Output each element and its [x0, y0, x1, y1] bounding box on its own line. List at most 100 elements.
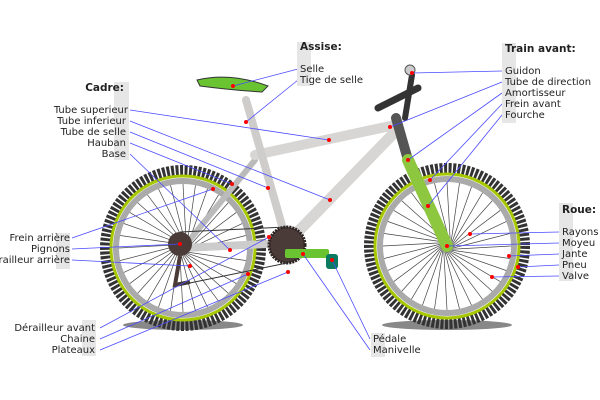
- label-pneu: Pneu: [562, 260, 587, 271]
- label-band: [559, 203, 573, 281]
- spoke: [450, 210, 501, 248]
- marker-dot: [286, 270, 290, 274]
- leader-line: [71, 188, 214, 239]
- spoke: [181, 251, 219, 302]
- leader-line: [99, 236, 270, 329]
- spoke: [445, 249, 493, 292]
- label-guidon: Guidon: [505, 66, 541, 77]
- group-title-cadre: Cadre:: [85, 82, 124, 94]
- group-title-train-avant: Train avant:: [505, 43, 576, 55]
- spoke: [449, 245, 512, 250]
- front-wheel: [364, 163, 530, 329]
- label-band: [297, 42, 311, 86]
- label-fourche: Fourche: [505, 110, 545, 121]
- spoke: [387, 243, 444, 271]
- leader-line: [469, 231, 560, 235]
- label-base: Base: [101, 149, 126, 160]
- spoke: [450, 183, 460, 245]
- label-frein-arriere: Frein arrière: [9, 233, 70, 244]
- spoke: [180, 251, 208, 308]
- leader-line: [302, 253, 371, 351]
- marker-dot: [327, 138, 331, 142]
- label-rayons: Rayons: [562, 227, 599, 238]
- label-derailleur-arriere: Dérailleur arrière: [0, 255, 70, 266]
- leader-line: [429, 103, 503, 181]
- label-manivelle: Manivelle: [373, 345, 421, 356]
- leader-line: [245, 79, 299, 123]
- marker-dot: [231, 84, 235, 88]
- spoke: [443, 248, 460, 309]
- marker-dot: [246, 272, 250, 276]
- spoke: [434, 247, 444, 309]
- leader-line: [331, 259, 371, 340]
- spoke: [447, 249, 507, 271]
- leader-line: [427, 114, 503, 207]
- marker-dot: [328, 198, 332, 202]
- label-band: [502, 43, 516, 123]
- marker-dot: [445, 244, 449, 248]
- marker-dot: [301, 252, 305, 256]
- spoke: [444, 249, 472, 306]
- marker-dot: [468, 232, 472, 236]
- spoke: [186, 202, 229, 250]
- label-plateaux: Plateaux: [51, 345, 95, 356]
- spoke: [449, 233, 510, 250]
- label-tube-superieur: Tube superieur: [53, 105, 128, 116]
- leader-line: [411, 70, 503, 74]
- leader-line: [491, 275, 560, 278]
- label-band: [114, 82, 129, 160]
- leader-line: [129, 120, 331, 201]
- group-title-roue: Roue:: [562, 204, 597, 216]
- spoke: [137, 246, 180, 294]
- leader-line: [232, 68, 299, 87]
- label-tube-inferieur: Tube inferieur: [57, 116, 126, 127]
- leader-line: [129, 142, 233, 185]
- frame: [179, 64, 453, 252]
- spoke: [411, 245, 444, 300]
- spoke: [184, 251, 246, 261]
- spoke: [387, 221, 447, 243]
- label-hauban: Hauban: [87, 138, 126, 149]
- leader-line: [99, 273, 249, 340]
- spoke: [183, 251, 243, 273]
- spoke: [382, 242, 445, 247]
- marker-dot: [178, 242, 182, 246]
- spoke: [393, 244, 444, 282]
- leader-line: [389, 81, 503, 128]
- spoke: [450, 186, 472, 246]
- label-jante: Jante: [562, 249, 588, 260]
- spoke: [401, 244, 444, 292]
- marker-dot: [230, 182, 234, 186]
- marker-dot: [244, 120, 248, 124]
- spoke: [445, 249, 483, 300]
- spoke: [448, 249, 510, 259]
- marker-dot: [266, 186, 270, 190]
- marker-dot: [406, 158, 410, 162]
- label-derailleur-avant: Dérailleur avant: [14, 323, 95, 334]
- leader-line: [129, 153, 231, 251]
- spoke: [450, 200, 493, 248]
- leader-line: [129, 131, 269, 189]
- marker-dot: [330, 258, 334, 262]
- spoke: [450, 192, 483, 247]
- label-moyeu: Moyeu: [562, 238, 596, 249]
- label-amortisseur: Amortisseur: [505, 88, 566, 99]
- label-frein-avant: Frein avant: [505, 99, 561, 110]
- leader-line: [508, 253, 560, 257]
- marker-dot: [507, 254, 511, 258]
- spoke: [422, 246, 444, 306]
- leader-line: [446, 242, 560, 247]
- label-band: [82, 320, 96, 356]
- label-valve: Valve: [562, 271, 590, 282]
- label-band: [56, 233, 70, 269]
- marker-dot: [228, 248, 232, 252]
- label-pedale: Pédale: [373, 334, 407, 345]
- leader-line: [407, 92, 503, 161]
- spoke: [129, 246, 180, 284]
- spoke: [147, 247, 180, 302]
- label-tube-de-direction: Tube de direction: [505, 77, 592, 88]
- spoke: [446, 181, 451, 244]
- spoke: [384, 242, 445, 259]
